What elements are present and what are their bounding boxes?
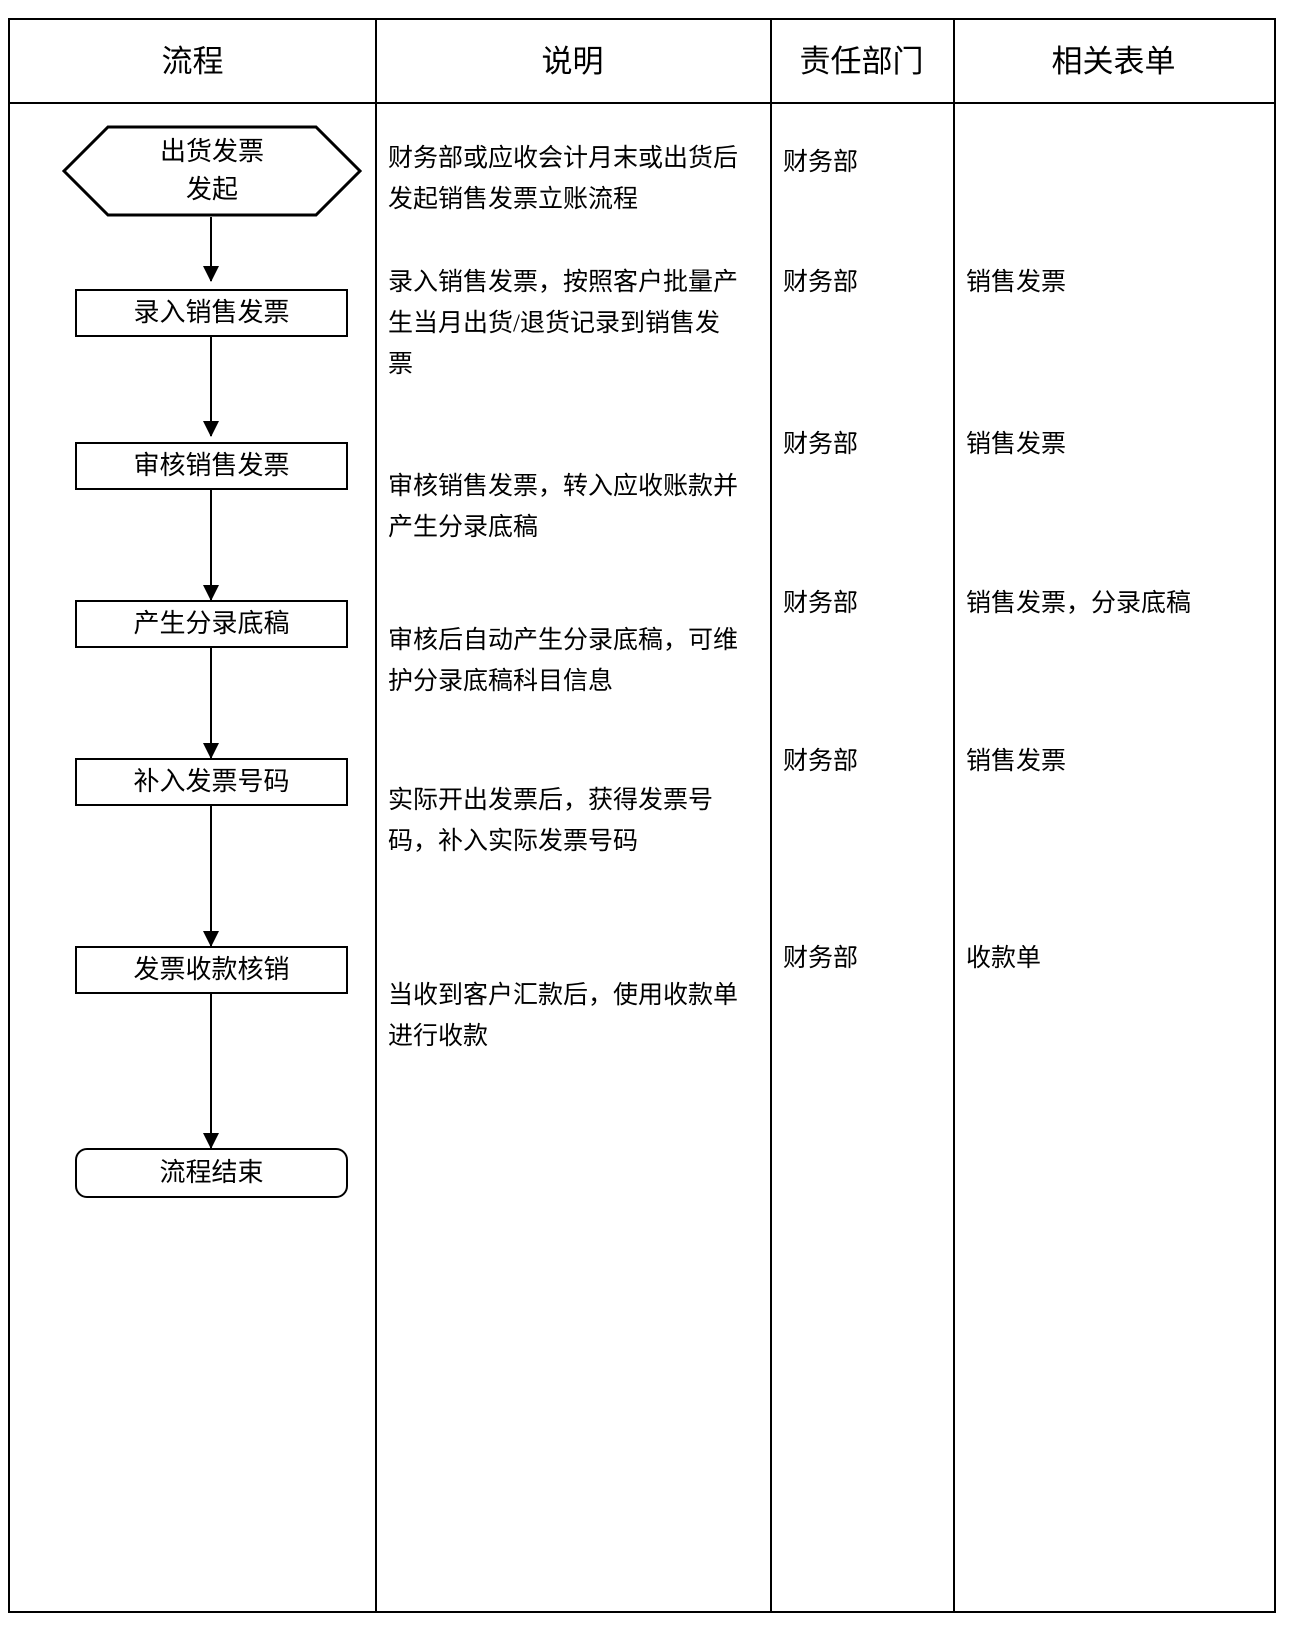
flow-node-step1[interactable]: 录入销售发票 bbox=[75, 289, 348, 337]
department-cell-4: 财务部 bbox=[783, 590, 859, 617]
flow-node-step4[interactable]: 补入发票号码 bbox=[75, 758, 348, 806]
flow-node-start-label-line1: 出货发票 bbox=[159, 137, 264, 166]
flow-edge-step3-to-step4 bbox=[203, 648, 219, 759]
department-cell-5: 财务部 bbox=[783, 748, 859, 775]
description-cell-6: 当收到客户汇款后，使用收款单进行收款 bbox=[388, 982, 739, 1050]
flow-node-step2[interactable]: 审核销售发票 bbox=[75, 442, 348, 490]
description-cell-4: 审核后自动产生分录底稿，可维护分录底稿科目信息 bbox=[388, 627, 739, 695]
column-header-department: 责任部门 bbox=[799, 44, 924, 79]
department-cell-1: 财务部 bbox=[783, 149, 859, 176]
column-header-form: 相关表单 bbox=[1051, 44, 1176, 79]
form-cell-6: 收款单 bbox=[966, 945, 1042, 972]
department-cell-6: 财务部 bbox=[783, 945, 859, 972]
flow-diagram: 出货发票 发起 录入销售发票 审核销售发票 产生分录底稿 补入发票号码 发票收款… bbox=[8, 18, 381, 1613]
form-cell-3: 销售发票 bbox=[966, 431, 1067, 458]
flow-edge-step2-to-step3 bbox=[203, 490, 219, 601]
flow-node-end[interactable]: 流程结束 bbox=[75, 1148, 348, 1198]
hexagon-shape-icon bbox=[62, 125, 362, 217]
flow-edge-step1-to-step2 bbox=[203, 337, 219, 437]
flow-node-start-label-line2: 发起 bbox=[185, 175, 238, 204]
flow-edge-start-to-step1 bbox=[203, 217, 219, 282]
description-cell-2: 录入销售发票，按照客户批量产生当月出货/退货记录到销售发票 bbox=[388, 269, 739, 378]
flow-node-step5[interactable]: 发票收款核销 bbox=[75, 946, 348, 994]
flow-node-start[interactable]: 出货发票 发起 bbox=[62, 125, 362, 217]
form-cell-5: 销售发票 bbox=[966, 748, 1067, 775]
column-divider-2 bbox=[770, 20, 772, 1611]
form-cell-2: 销售发票 bbox=[966, 269, 1067, 296]
flow-node-step3-label: 产生分录底稿 bbox=[133, 609, 290, 638]
column-divider-3 bbox=[953, 20, 955, 1611]
flow-node-step4-label: 补入发票号码 bbox=[133, 767, 290, 796]
form-cell-4: 销售发票，分录底稿 bbox=[966, 590, 1192, 617]
description-cell-5: 实际开出发票后，获得发票号码，补入实际发票号码 bbox=[388, 787, 714, 855]
header-rule bbox=[10, 102, 1274, 104]
flow-edge-step5-to-end bbox=[203, 994, 219, 1149]
column-divider-1 bbox=[375, 20, 377, 1611]
flow-node-step1-label: 录入销售发票 bbox=[133, 298, 290, 327]
flow-node-step2-label: 审核销售发票 bbox=[133, 451, 290, 480]
flow-edge-step4-to-step5 bbox=[203, 806, 219, 947]
description-cell-1: 财务部或应收会计月末或出货后发起销售发票立账流程 bbox=[388, 145, 739, 213]
description-cell-3: 审核销售发票，转入应收账款并产生分录底稿 bbox=[388, 473, 739, 541]
flow-table: 流程 说明 责任部门 相关表单 bbox=[8, 18, 1276, 1613]
department-cell-3: 财务部 bbox=[783, 431, 859, 458]
flow-node-step3[interactable]: 产生分录底稿 bbox=[75, 600, 348, 648]
column-header-description: 说明 bbox=[541, 44, 604, 79]
department-cell-2: 财务部 bbox=[783, 269, 859, 296]
flow-node-end-label: 流程结束 bbox=[159, 1158, 264, 1187]
column-header-process: 流程 bbox=[161, 44, 224, 79]
flow-node-step5-label: 发票收款核销 bbox=[133, 955, 290, 984]
